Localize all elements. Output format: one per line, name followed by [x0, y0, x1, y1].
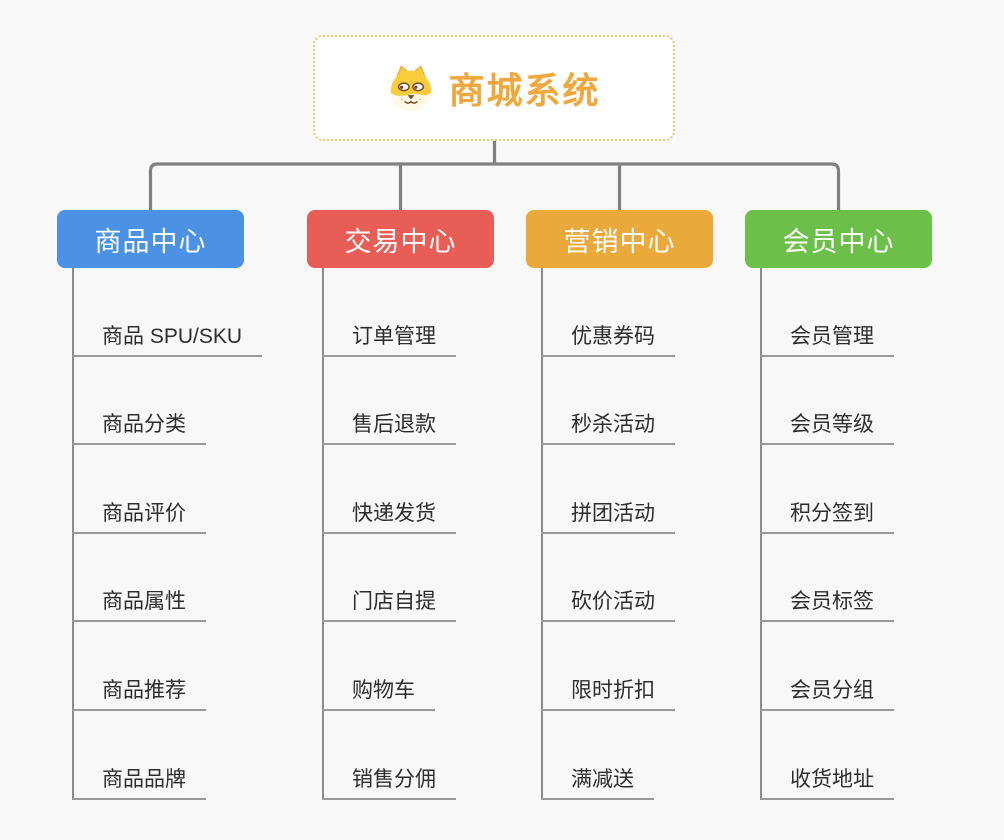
branch-trunk-line	[322, 268, 324, 800]
branch-node-4[interactable]: 会员中心	[745, 210, 932, 268]
child-topic[interactable]: 会员等级	[760, 357, 894, 446]
child-topic[interactable]: 收货地址	[760, 711, 894, 800]
child-topic[interactable]: 商品评价	[72, 445, 206, 534]
child-topic[interactable]: 购物车	[322, 622, 435, 711]
child-topic[interactable]: 售后退款	[322, 357, 456, 446]
child-topic[interactable]: 限时折扣	[541, 622, 675, 711]
branch-trunk-line	[72, 268, 74, 800]
child-topic[interactable]: 积分签到	[760, 445, 894, 534]
branch-node-3[interactable]: 营销中心	[526, 210, 713, 268]
child-topic[interactable]: 优惠券码	[541, 268, 675, 357]
child-topic[interactable]: 会员标签	[760, 534, 894, 623]
child-topic[interactable]: 商品品牌	[72, 711, 206, 800]
branch-children: 优惠券码秒杀活动拼团活动砍价活动限时折扣满减送	[541, 268, 675, 800]
child-topic[interactable]: 会员分组	[760, 622, 894, 711]
child-topic[interactable]: 商品推荐	[72, 622, 206, 711]
root-node[interactable]: 商城系统	[313, 35, 675, 141]
branch-trunk-line	[760, 268, 762, 800]
child-topic[interactable]: 砍价活动	[541, 534, 675, 623]
dog-icon	[387, 64, 435, 112]
child-topic[interactable]: 秒杀活动	[541, 357, 675, 446]
root-title: 商城系统	[448, 70, 601, 111]
child-topic[interactable]: 门店自提	[322, 534, 456, 623]
branch-children: 会员管理会员等级积分签到会员标签会员分组收货地址	[760, 268, 894, 800]
child-topic[interactable]: 拼团活动	[541, 445, 675, 534]
child-topic[interactable]: 商品属性	[72, 534, 206, 623]
branch-node-1[interactable]: 商品中心	[57, 210, 244, 268]
branch-children: 订单管理售后退款快递发货门店自提购物车销售分佣	[322, 268, 456, 800]
child-topic[interactable]: 会员管理	[760, 268, 894, 357]
child-topic[interactable]: 商品分类	[72, 357, 206, 446]
child-topic[interactable]: 满减送	[541, 711, 654, 800]
child-topic[interactable]: 商品 SPU/SKU	[72, 268, 263, 357]
branch-node-2[interactable]: 交易中心	[307, 210, 494, 268]
branch-trunk-line	[541, 268, 543, 800]
child-topic[interactable]: 销售分佣	[322, 711, 456, 800]
child-topic[interactable]: 快递发货	[322, 445, 456, 534]
child-topic[interactable]: 订单管理	[322, 268, 456, 357]
rail-line	[148, 162, 841, 210]
